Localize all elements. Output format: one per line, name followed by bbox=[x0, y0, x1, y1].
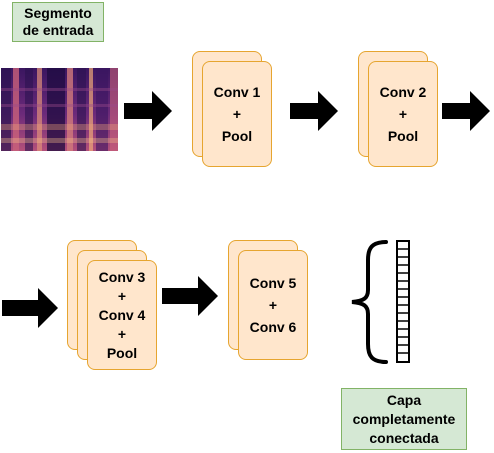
conv34-line5: Pool bbox=[106, 344, 138, 361]
conv1-line2: + bbox=[232, 106, 242, 122]
arrow-right-icon bbox=[162, 276, 218, 316]
arrow-right-icon bbox=[290, 91, 338, 131]
fully-connected-vector-graphic bbox=[396, 240, 410, 363]
conv1-pool-block: Conv 1 + Pool bbox=[202, 61, 272, 167]
curly-brace-icon bbox=[351, 240, 388, 364]
output-label-line1: Capa bbox=[386, 391, 422, 408]
output-label-line2: completamente bbox=[352, 410, 456, 427]
arrow-right-icon bbox=[442, 91, 490, 131]
input-label-line2: de entrada bbox=[22, 22, 94, 38]
output-label-line3: conectada bbox=[369, 429, 439, 446]
conv56-block: Conv 5 + Conv 6 bbox=[238, 250, 308, 360]
spectrogram-image bbox=[1, 68, 118, 151]
conv34-line1: Conv 3 bbox=[98, 268, 146, 285]
conv1-line1: Conv 1 bbox=[213, 84, 261, 100]
conv56-line1: Conv 5 bbox=[249, 275, 297, 291]
conv34-pool-block: Conv 3 + Conv 4 + Pool bbox=[87, 260, 157, 370]
fully-connected-label: Capa completamente conectada bbox=[341, 388, 467, 450]
conv2-pool-block: Conv 2 + Pool bbox=[368, 61, 438, 167]
conv34-line3: Conv 4 bbox=[98, 306, 146, 323]
conv34-line2: + bbox=[117, 287, 127, 304]
input-segment-label: Segmento de entrada bbox=[12, 2, 104, 42]
input-label-line1: Segmento bbox=[24, 5, 92, 21]
conv2-line3: Pool bbox=[387, 128, 419, 144]
spectrogram-graphic bbox=[1, 68, 118, 151]
conv2-line2: + bbox=[398, 106, 408, 122]
conv56-line3: Conv 6 bbox=[249, 319, 297, 335]
conv34-line4: + bbox=[117, 325, 127, 342]
conv2-line1: Conv 2 bbox=[379, 84, 427, 100]
conv1-line3: Pool bbox=[221, 128, 253, 144]
conv56-line2: + bbox=[268, 297, 278, 313]
arrow-right-icon bbox=[2, 288, 58, 328]
arrow-right-icon bbox=[124, 91, 172, 131]
